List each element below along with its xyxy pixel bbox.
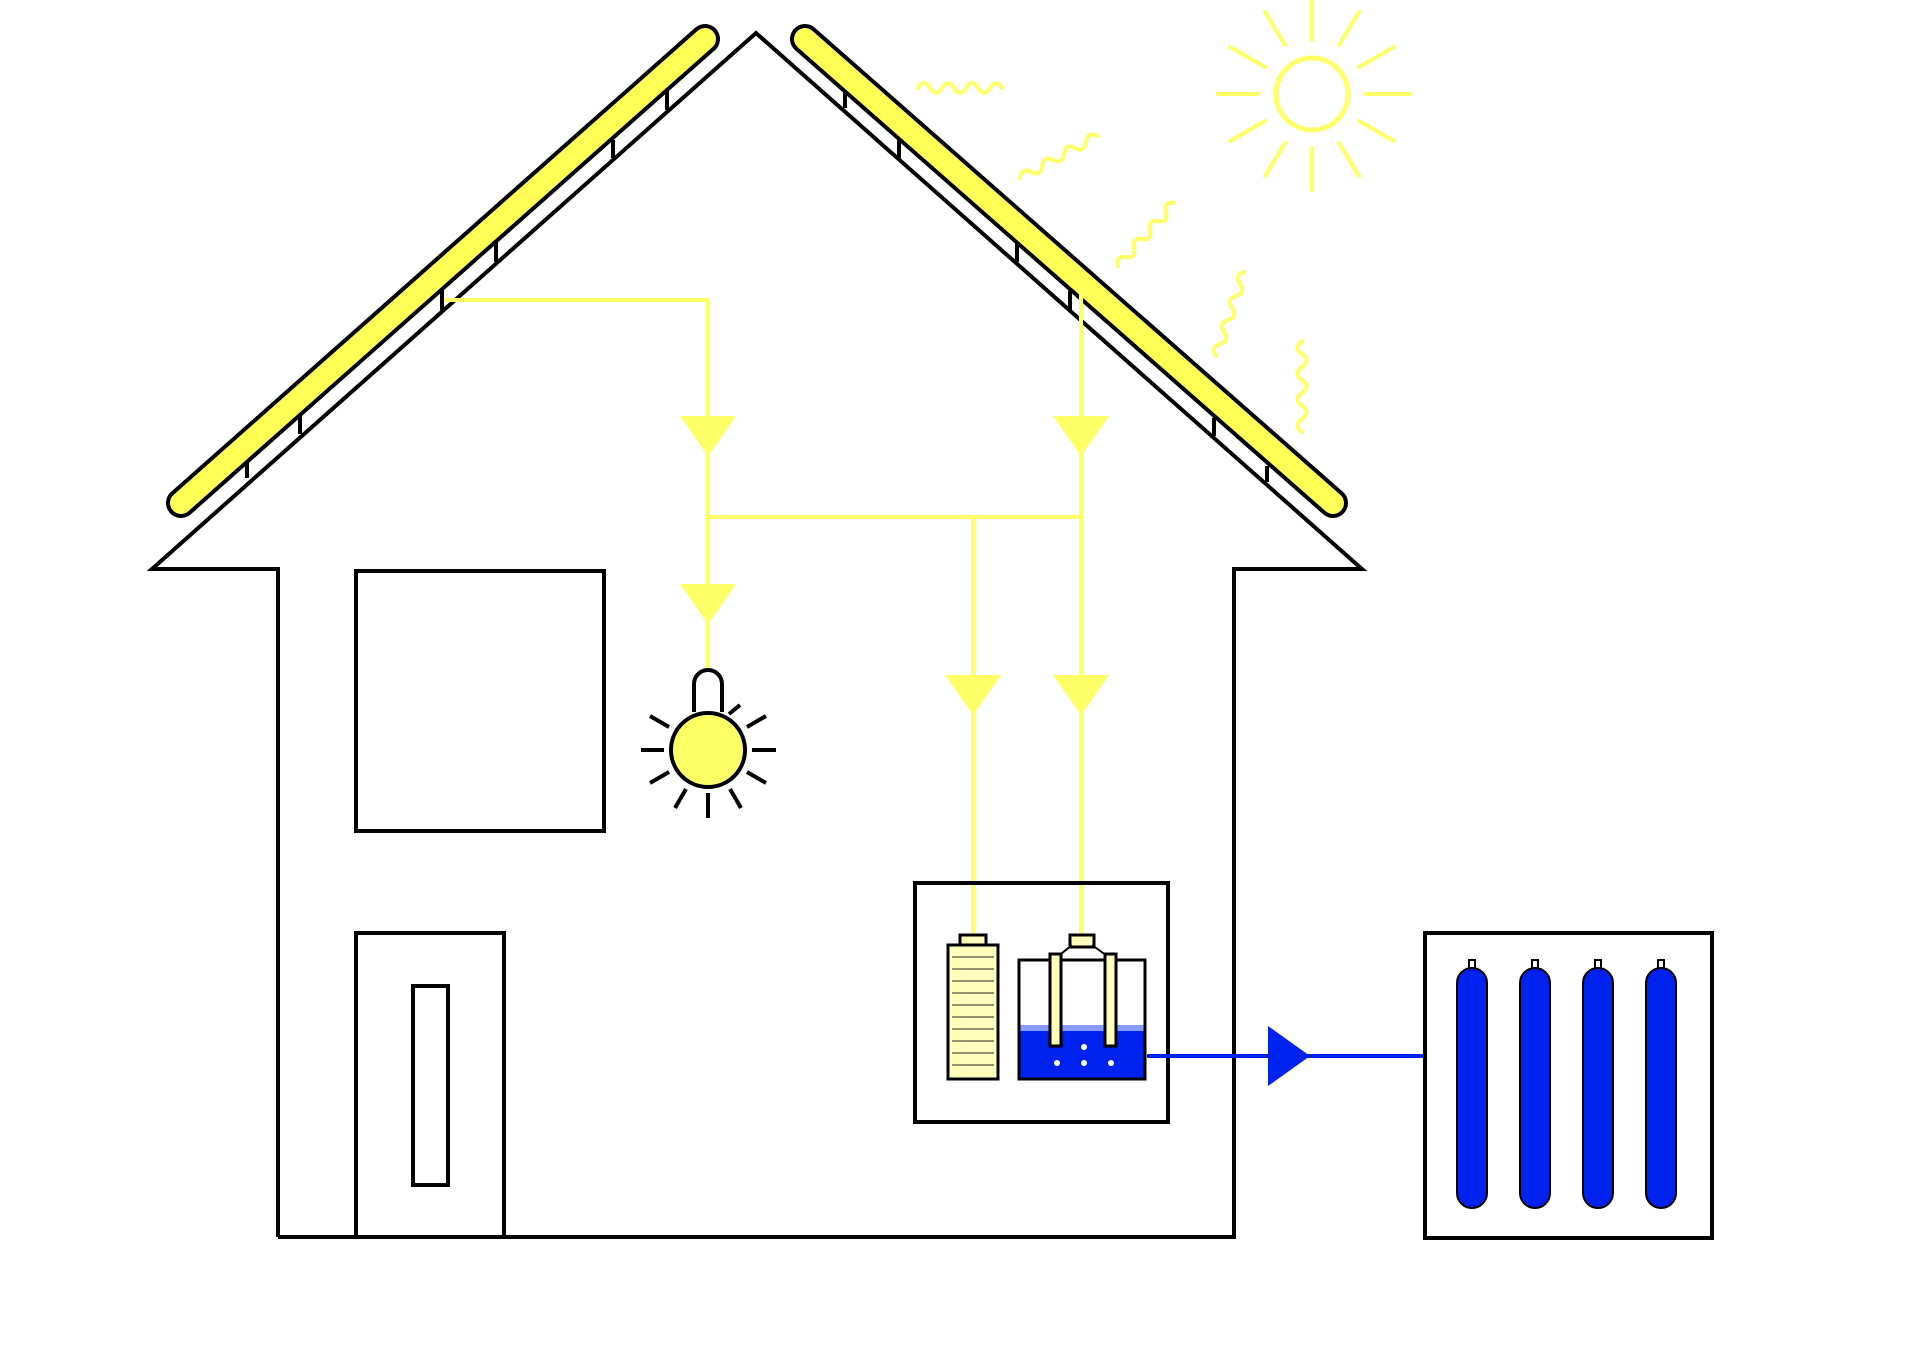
energy-flow <box>444 290 1109 934</box>
arrow-right-top <box>1053 416 1109 456</box>
electrolyzer-icon <box>1017 933 1147 1081</box>
arrow-to-electrolyzer <box>1053 675 1109 715</box>
light-bulb-icon <box>641 668 776 818</box>
hydrogen-cylinder-icon <box>1456 959 1677 1209</box>
hydrogen-flow <box>1147 1026 1425 1086</box>
equipment-cabinet <box>913 881 1170 1124</box>
roof-brackets <box>245 90 1269 482</box>
storage-cabinet <box>1423 931 1714 1240</box>
arrow-to-lamp <box>680 584 736 624</box>
sun-rays <box>916 81 1309 434</box>
window <box>354 569 606 833</box>
solar-panel-left-fill <box>170 28 716 514</box>
equipment-box <box>913 881 1170 1124</box>
front-door <box>354 931 506 1239</box>
hydrogen-arrow <box>1268 1026 1310 1086</box>
solar-panel-right-fill <box>794 28 1344 514</box>
hydrogen-cylinder <box>1645 959 1677 1209</box>
door-window <box>411 984 450 1187</box>
battery-icon <box>946 933 1000 1081</box>
house <box>146 30 1368 1239</box>
arrow-to-battery <box>945 675 1001 715</box>
hydrogen-cylinder <box>1582 959 1614 1209</box>
flow-left-panel <box>444 298 710 628</box>
hydrogen-cylinder <box>1519 959 1551 1209</box>
sun-icon <box>1216 0 1412 192</box>
solar-panels <box>166 24 1348 518</box>
hydrogen-cylinder <box>1456 959 1488 1209</box>
hydrogen-storage <box>1423 931 1714 1240</box>
house-outline <box>146 30 1368 1239</box>
arrow-left-top <box>680 416 736 456</box>
